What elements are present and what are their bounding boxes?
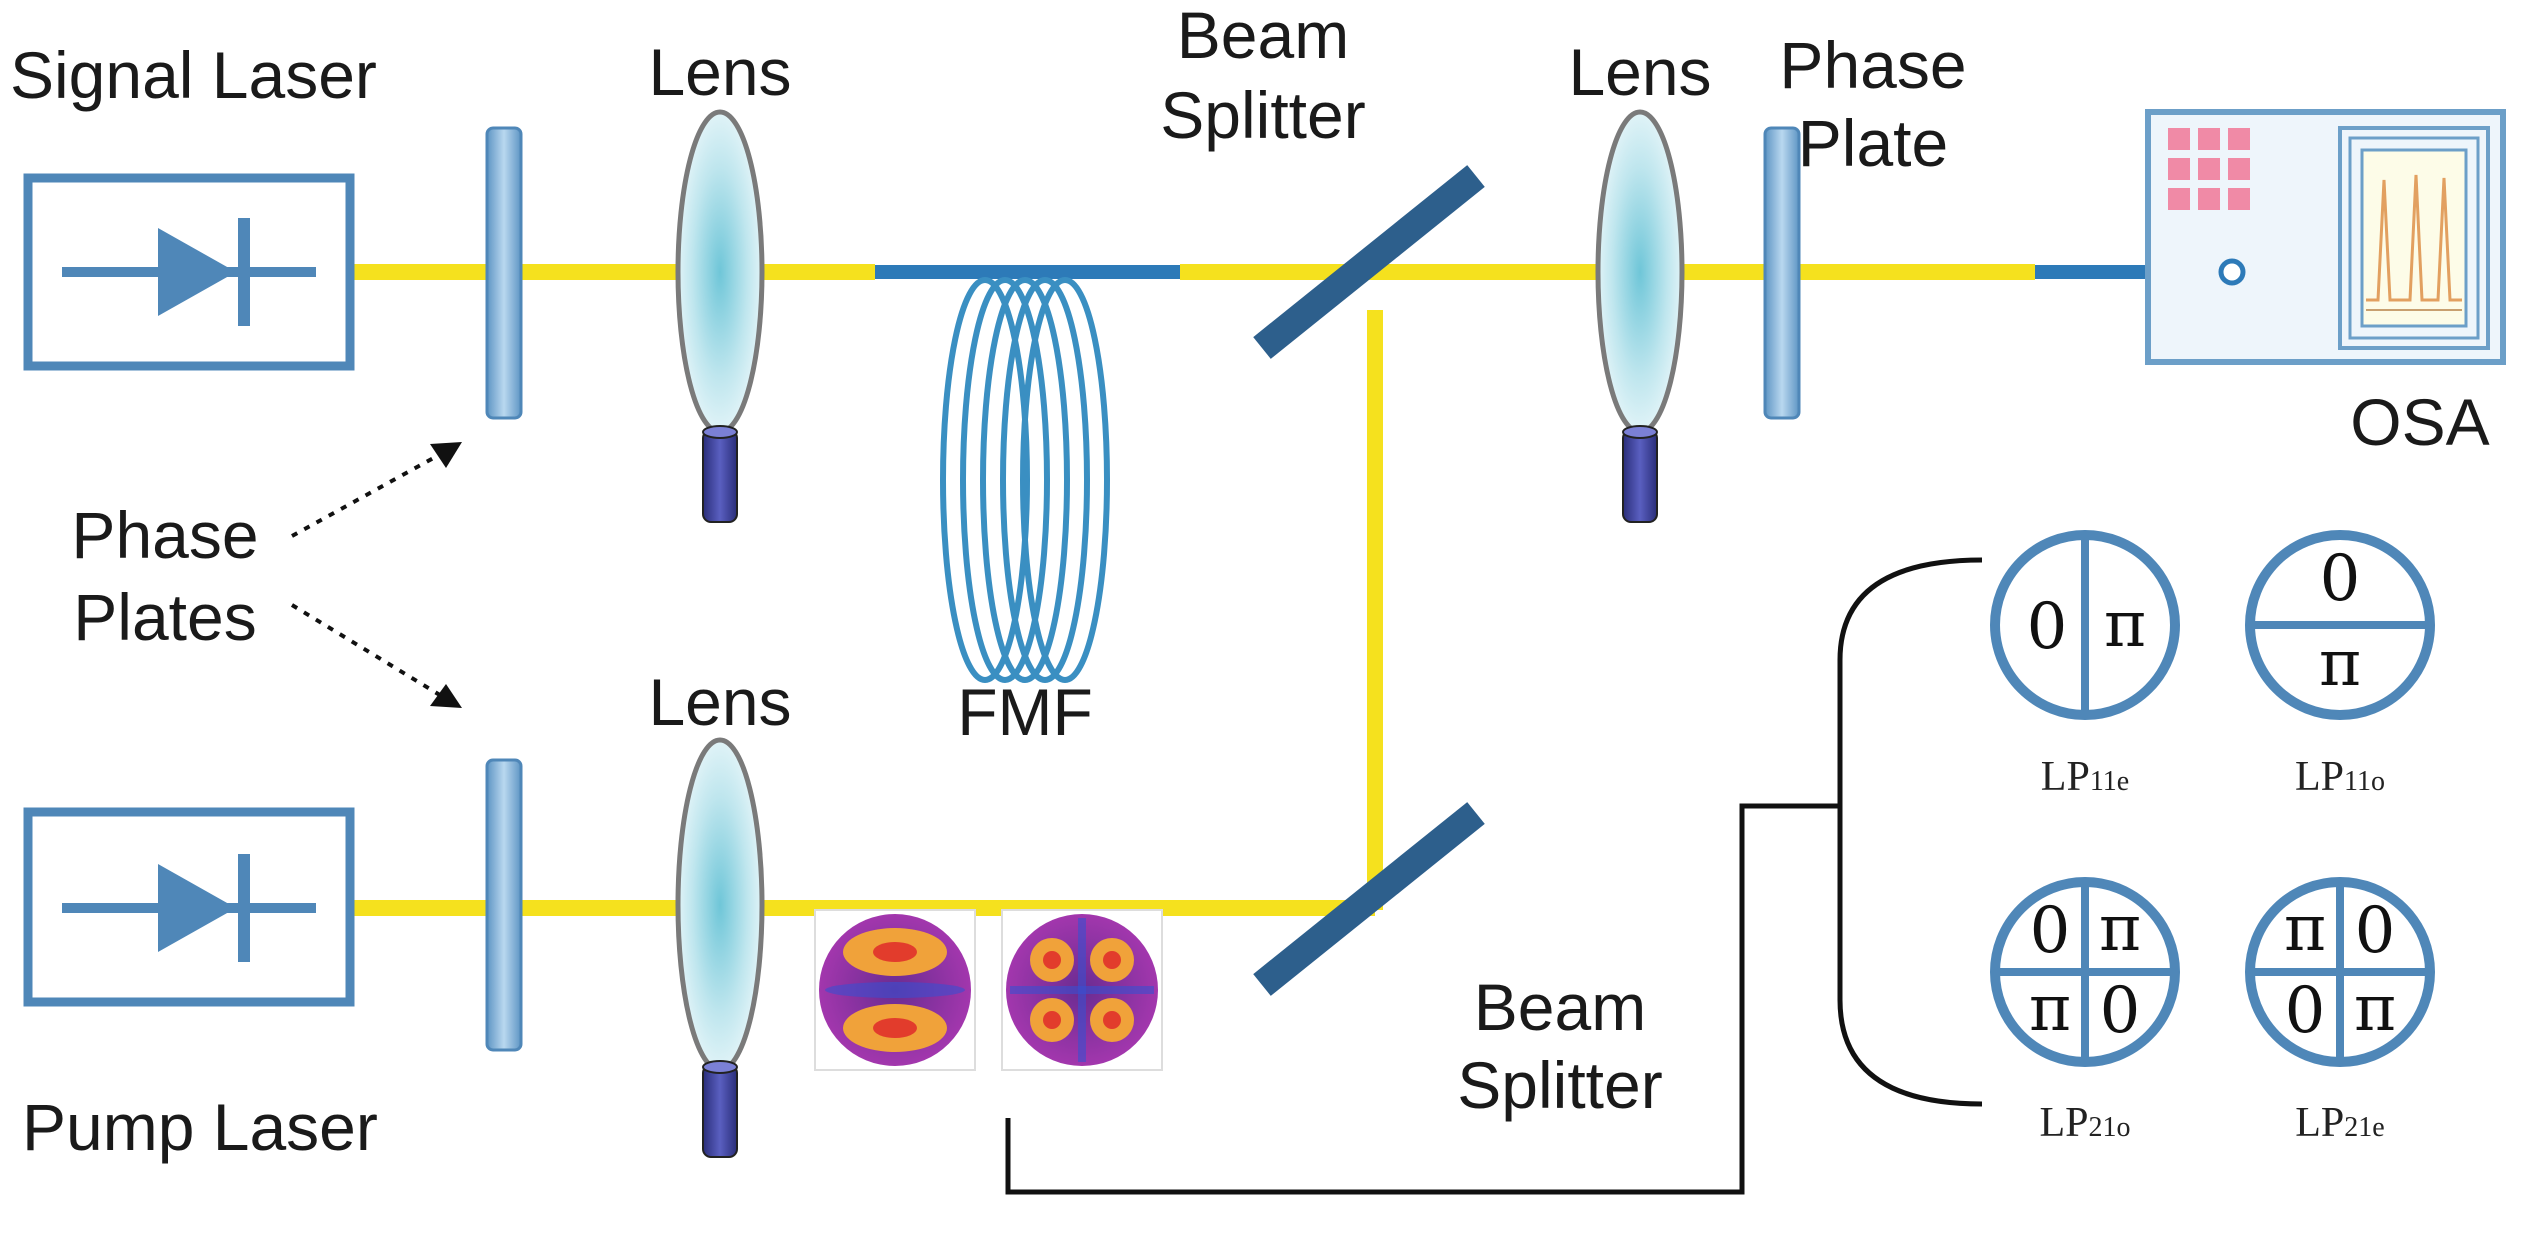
lens-top-right [1595, 109, 1685, 523]
lp21o-q1-phase: 0 [2030, 894, 2071, 968]
lp21e-q4-phase: π [2354, 972, 2396, 1046]
beam-splitter-top-label-line2: Splitter [1160, 78, 1365, 152]
osa-label: OSA [2350, 385, 2489, 459]
fmf-label: FMF [957, 675, 1093, 749]
lens-top-left [675, 109, 765, 523]
phase-plate-arrows [290, 448, 450, 702]
osa-keypad [2168, 128, 2250, 210]
signal-laser-label: Signal Laser [10, 38, 377, 112]
pump-laser [23, 807, 355, 1007]
phase-pattern-lp21e: π 0 0 π LP21e [2245, 877, 2435, 1146]
beam-splitter-bottom-label-line2: Splitter [1457, 1048, 1662, 1122]
lp11o-bottom-phase: π [2319, 627, 2361, 701]
beam-splitter-top [1253, 165, 1485, 359]
osa-instrument [2145, 109, 2506, 365]
lp11o-top-phase: 0 [2320, 542, 2361, 616]
lp21o-label: LP21o [2039, 1100, 2130, 1146]
lp21e-q1-phase: π [2284, 892, 2326, 966]
fiber-coil [940, 277, 1110, 683]
fmf-fiber [875, 265, 2225, 683]
lp11o-label: LP11o [2295, 754, 2385, 800]
lens-bottom-left-label: Lens [648, 665, 791, 739]
lens-top-right-label: Lens [1568, 35, 1711, 109]
phase-pattern-lp11e: 0 π LP11e [1990, 530, 2180, 800]
lp21e-q2-phase: 0 [2355, 894, 2396, 968]
lp21o-q2-phase: π [2099, 892, 2141, 966]
lp21e-label: LP21e [2295, 1100, 2384, 1146]
osa-trace [2366, 174, 2462, 302]
beam-splitter-top-label-line1: Beam [1177, 0, 1349, 72]
arrow-head-up [430, 442, 462, 468]
lp11e-label: LP11e [2041, 754, 2129, 800]
lens-top-left-label: Lens [648, 35, 791, 109]
phase-plates-label-line1: Phase [71, 498, 258, 572]
arrow-head-down [430, 684, 462, 708]
phase-plate-pump [485, 758, 523, 1052]
phase-pattern-lp21o: 0 π π 0 LP21o [1990, 877, 2180, 1146]
mode-image-lp11 [814, 909, 976, 1071]
phase-plate-output [1763, 126, 1801, 420]
mode-image-lp21 [1001, 909, 1163, 1071]
pump-laser-label: Pump Laser [22, 1090, 378, 1164]
signal-laser [23, 173, 355, 371]
phase-plate-signal [485, 126, 523, 420]
phase-plate-label-line2: Plate [1798, 106, 1948, 180]
osa-input-port [2218, 258, 2246, 286]
lens-bottom-left [675, 737, 765, 1158]
beam-splitter-bottom [1253, 802, 1485, 996]
lp21o-q4-phase: 0 [2100, 974, 2141, 1048]
beam-splitter-bottom-label-line1: Beam [1474, 970, 1646, 1044]
mode-bracket [1005, 557, 1983, 1195]
lp21o-q3-phase: π [2029, 972, 2071, 1046]
phase-plate-label-line1: Phase [1779, 28, 1966, 102]
phase-plates-label-line2: Plates [73, 580, 256, 654]
lp11e-right-phase: π [2104, 588, 2146, 662]
lp21e-q3-phase: 0 [2285, 974, 2326, 1048]
phase-pattern-lp11o: 0 π LP11o [2245, 530, 2435, 800]
lp11e-left-phase: 0 [2027, 590, 2068, 664]
